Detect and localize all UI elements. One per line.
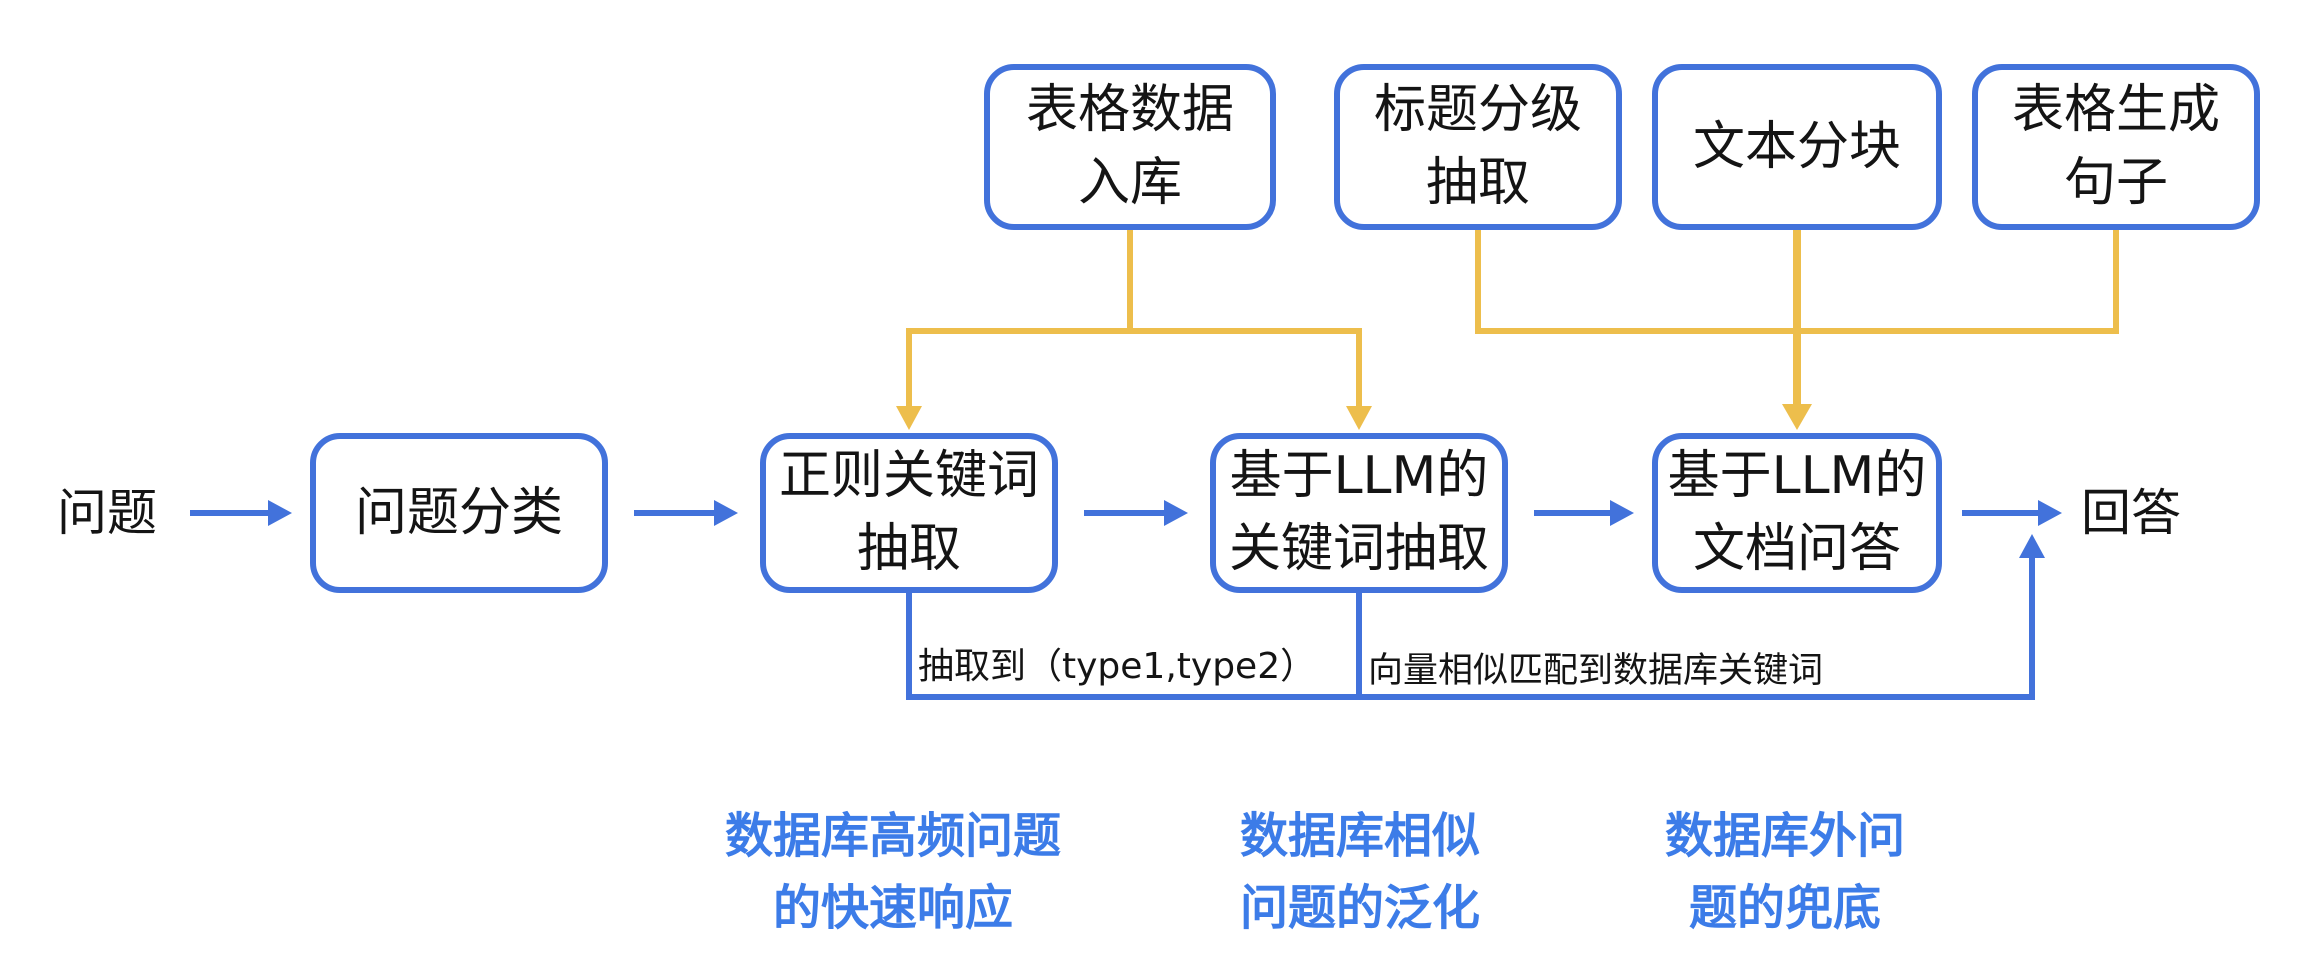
node-table-data-ingest: 表格数据 入库 — [984, 64, 1276, 230]
yellow-drop-from-title-extract — [1475, 230, 1481, 334]
yellow-branch-to-llm-keyword — [1356, 328, 1362, 408]
yellow-drop-from-table-sentence — [2113, 230, 2119, 334]
arrowhead-right-icon — [2038, 500, 2062, 526]
edge-annotation-vector-similarity: 向量相似匹配到数据库关键词 — [1368, 651, 1824, 691]
arrowhead-down-icon — [896, 406, 922, 430]
shortcut-drop-from-llm-keyword — [1356, 593, 1362, 700]
arrowhead-right-icon — [1610, 500, 1634, 526]
output-answer-label: 回答 — [2081, 484, 2181, 542]
shortcut-rise-to-answer — [2029, 556, 2035, 694]
shortcut-bus-bottom — [906, 694, 2035, 700]
input-question-label: 问题 — [57, 484, 157, 542]
edge-annotation-extracted-types: 抽取到（type1,type2） — [918, 646, 1317, 687]
flow-arrow-doc-qa-to-answer — [1962, 510, 2038, 516]
node-llm-doc-qa: 基于LLM的 文档问答 — [1652, 433, 1942, 593]
arrowhead-down-icon — [1782, 404, 1812, 430]
caption-fallback: 数据库外问 题的兜底 — [1664, 808, 1905, 936]
yellow-branch-to-regex — [906, 328, 912, 408]
yellow-branch-to-doc-qa — [1793, 230, 1801, 408]
caption-generalization: 数据库相似 问题的泛化 — [1239, 808, 1480, 936]
arrowhead-right-icon — [1164, 500, 1188, 526]
flow-arrow-llm-keyword-to-doc-qa — [1534, 510, 1610, 516]
node-text-chunking: 文本分块 — [1652, 64, 1942, 230]
caption-fast-response: 数据库高频问题 的快速响应 — [724, 808, 1061, 936]
node-title-hierarchy-extract: 标题分级 抽取 — [1334, 64, 1622, 230]
node-question-classify: 问题分类 — [310, 433, 608, 593]
node-table-to-sentence: 表格生成 句子 — [1972, 64, 2260, 230]
shortcut-drop-from-regex — [906, 593, 912, 700]
flow-arrow-classify-to-regex — [634, 510, 714, 516]
arrowhead-up-icon — [2019, 534, 2045, 558]
arrowhead-right-icon — [268, 500, 292, 526]
arrowhead-right-icon — [714, 500, 738, 526]
yellow-drop-from-table-data-ingest — [1127, 230, 1133, 334]
node-llm-keyword-extract: 基于LLM的 关键词抽取 — [1210, 433, 1508, 593]
yellow-bus-left — [906, 328, 1362, 334]
arrowhead-down-icon — [1346, 406, 1372, 430]
node-regex-keyword-extract: 正则关键词 抽取 — [760, 433, 1058, 593]
flow-arrow-regex-to-llm-keyword — [1084, 510, 1164, 516]
flow-arrow-question-to-classify — [190, 510, 268, 516]
